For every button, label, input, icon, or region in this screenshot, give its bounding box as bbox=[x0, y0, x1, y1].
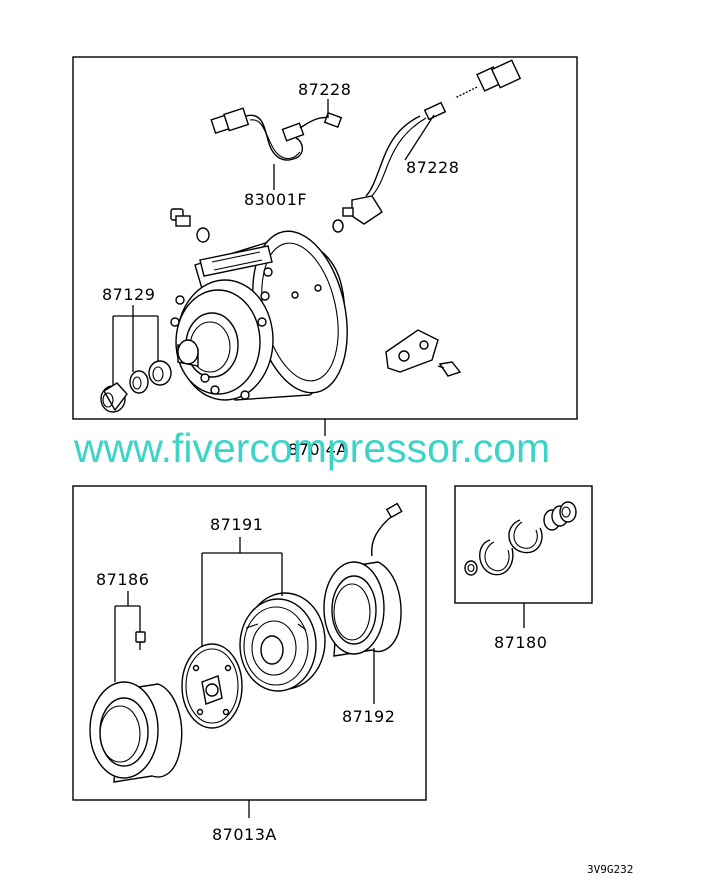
rotor-pulley-part bbox=[239, 592, 326, 692]
label-field-coil: 87192 bbox=[342, 707, 395, 726]
fitting-parts bbox=[170, 208, 344, 243]
label-harness-lower: 83001F bbox=[244, 190, 307, 209]
field-coil-part bbox=[323, 502, 403, 657]
label-relief-parts: 87129 bbox=[102, 285, 155, 304]
watermark-text: www.fivercompressor.com bbox=[73, 425, 550, 471]
pulley-part bbox=[89, 681, 183, 783]
figure-code: 3V9G232 bbox=[587, 863, 633, 876]
label-clutch-assy: 87013A bbox=[212, 825, 277, 844]
clutch-bolt-part bbox=[135, 631, 146, 650]
sensor-lead-part bbox=[342, 59, 522, 225]
relief-valve-parts bbox=[100, 360, 172, 413]
wire-harness-part bbox=[210, 107, 343, 161]
compressor-body bbox=[170, 230, 348, 401]
label-snap-ring-set: 87180 bbox=[494, 633, 547, 652]
label-clutch-bolt: 87186 bbox=[96, 570, 149, 589]
label-clutch-plates: 87191 bbox=[210, 515, 263, 534]
label-compressor-assy: 870 4A bbox=[288, 440, 348, 459]
label-harness-upper: 87228 bbox=[298, 80, 351, 99]
leader-lines-upper bbox=[112, 99, 435, 436]
block-plate-part bbox=[385, 329, 462, 377]
label-sensor-lead: 87228 bbox=[406, 158, 459, 177]
snap-ring-parts bbox=[464, 501, 577, 628]
leader-lines-clutch bbox=[114, 537, 375, 818]
armature-plate-part bbox=[181, 643, 243, 729]
